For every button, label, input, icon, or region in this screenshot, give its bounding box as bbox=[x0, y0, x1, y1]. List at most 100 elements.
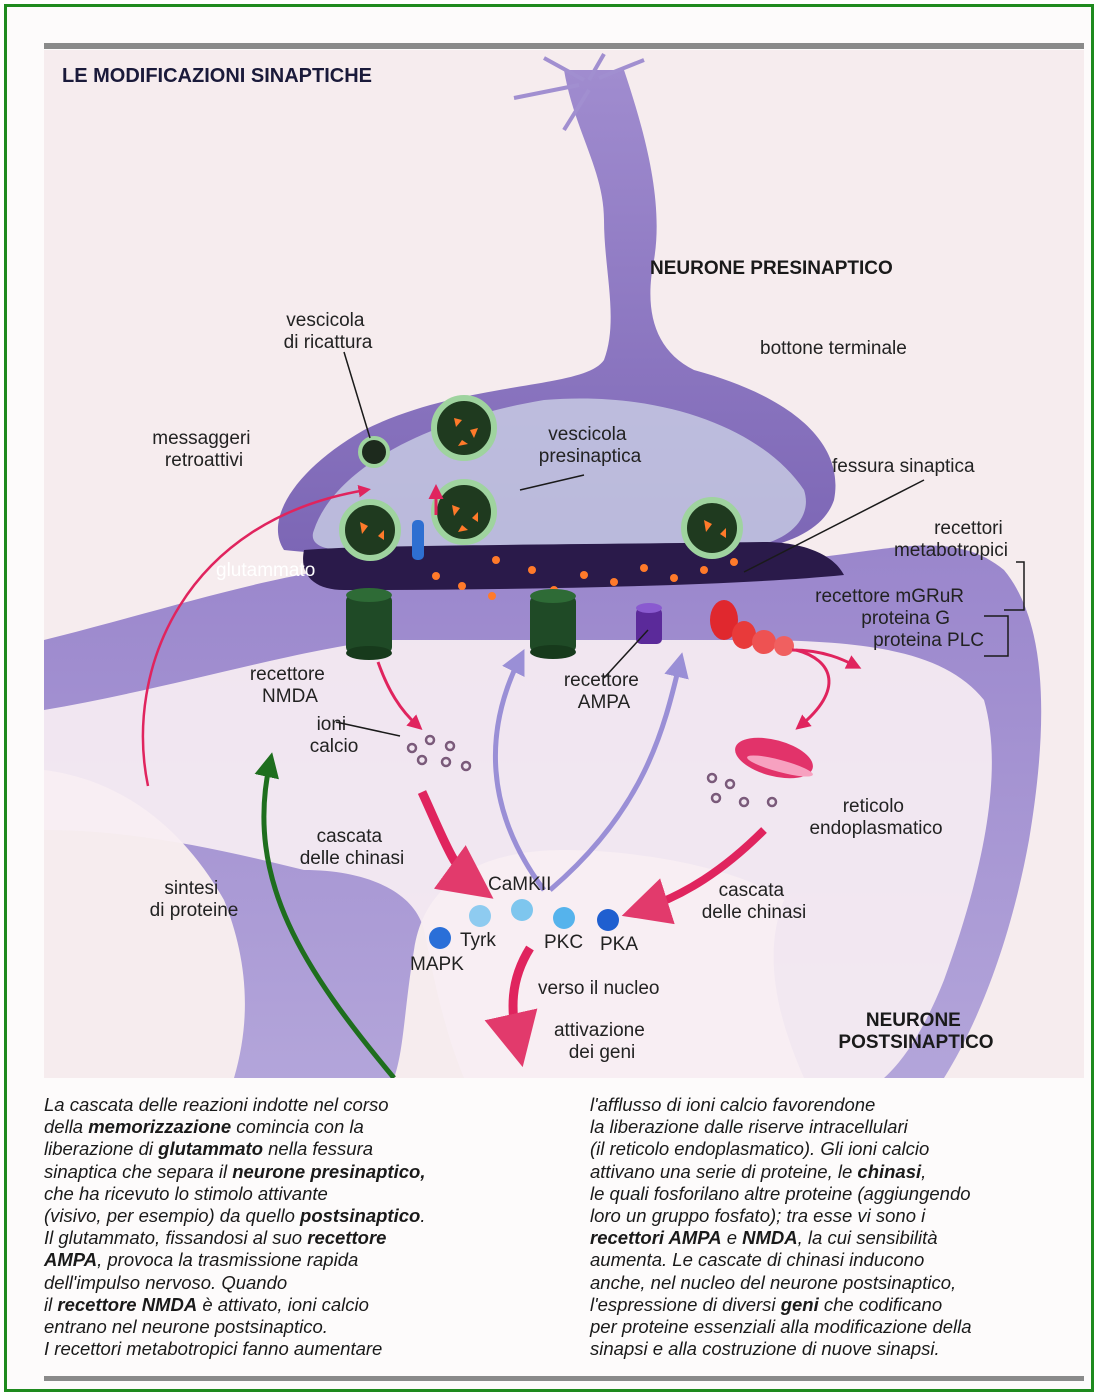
glutamate-label: glutammato bbox=[216, 560, 315, 581]
caption-bold-term: recettori AMPA bbox=[590, 1227, 722, 1248]
caption-bold-term: glutammato bbox=[158, 1138, 263, 1159]
caption-line: aumenta. Le cascate di chinasi inducono bbox=[590, 1249, 1090, 1271]
caption-text: aumenta. Le cascate di chinasi inducono bbox=[590, 1249, 924, 1270]
caption-line: I recettori metabotropici fanno aumentar… bbox=[44, 1338, 534, 1360]
caption-right: l'afflusso di ioni calcio favorendonela … bbox=[590, 1094, 1090, 1360]
caption-text: che ha ricevuto lo stimolo attivante bbox=[44, 1183, 328, 1204]
caption-text: . bbox=[420, 1205, 425, 1226]
caption-text: nella fessura bbox=[263, 1138, 373, 1159]
caption-bold-term: neurone presinaptico, bbox=[232, 1161, 425, 1182]
caption-line: le quali fosforilano altre proteine (agg… bbox=[590, 1183, 1090, 1205]
caption-line: (visivo, per esempio) da quello postsina… bbox=[44, 1205, 534, 1227]
mglur-label: recettore mGRuR bbox=[815, 586, 964, 607]
pkc-label: PKC bbox=[544, 932, 583, 953]
caption-line: liberazione di glutammato nella fessura bbox=[44, 1138, 534, 1160]
caption-text: attivano una serie di proteine, le bbox=[590, 1161, 857, 1182]
caption-text: sinaptica che separa il bbox=[44, 1161, 232, 1182]
caption-line: anche, nel nucleo del neurone postsinapt… bbox=[590, 1272, 1090, 1294]
camkii-dot bbox=[511, 899, 533, 921]
caption-line: per proteine essenziali alla modificazio… bbox=[590, 1316, 1090, 1338]
caption-line: entrano nel neurone postsinaptico. bbox=[44, 1316, 534, 1338]
bottom-rule bbox=[44, 1376, 1084, 1381]
caption-text: l'afflusso di ioni calcio favorendone bbox=[590, 1094, 875, 1115]
mapk-dot bbox=[429, 927, 451, 949]
presynaptic-neuron-label: NEURONE PRESINAPTICO bbox=[650, 258, 893, 279]
camkii-label: CaMKII bbox=[488, 874, 551, 895]
to-nucleus-label: verso il nucleo bbox=[538, 978, 659, 999]
caption-text: anche, nel nucleo del neurone postsinapt… bbox=[590, 1272, 956, 1293]
caption-line: recettori AMPA e NMDA, la cui sensibilit… bbox=[590, 1227, 1090, 1249]
postsynaptic-inner-shape bbox=[44, 640, 992, 1078]
caption-line: Il glutammato, fissandosi al suo recetto… bbox=[44, 1227, 534, 1249]
synaptic-cleft-label: fessura sinaptica bbox=[832, 456, 975, 477]
reuptake-vesicle-label: vescicola di ricattura bbox=[284, 310, 373, 353]
terminal-button-label: bottone terminale bbox=[760, 338, 907, 359]
synapse-diagram: LE MODIFICAZIONI SINAPTICHE NEURONE PRES… bbox=[44, 50, 1084, 1078]
presynaptic-vesicle bbox=[684, 500, 740, 556]
caption-text: sinapsi e alla costruzione di nuove sina… bbox=[590, 1338, 940, 1359]
caption-left: La cascata delle reazioni indotte nel co… bbox=[44, 1094, 534, 1360]
caption-bold-term: AMPA bbox=[44, 1249, 97, 1270]
caption-text: è attivato, ioni calcio bbox=[197, 1294, 369, 1315]
caption-bold-term: recettore NMDA bbox=[57, 1294, 197, 1315]
caption-bold-term: recettore bbox=[307, 1227, 386, 1248]
top-rule bbox=[44, 43, 1084, 49]
ampa-left-receptor-shape bbox=[530, 589, 576, 659]
caption-line: sinaptica che separa il neurone presinap… bbox=[44, 1161, 534, 1183]
calcium-ions-label: ioni calcio bbox=[310, 714, 359, 757]
caption-line: La cascata delle reazioni indotte nel co… bbox=[44, 1094, 534, 1116]
caption-text: liberazione di bbox=[44, 1138, 158, 1159]
caption-text: (il reticolo endoplasmatico). Gli ioni c… bbox=[590, 1138, 929, 1159]
caption-line: l'afflusso di ioni calcio favorendone bbox=[590, 1094, 1090, 1116]
caption-text: comincia con la bbox=[231, 1116, 364, 1137]
pka-dot bbox=[597, 909, 619, 931]
caption-text: La cascata delle reazioni indotte nel co… bbox=[44, 1094, 389, 1115]
plc-protein-label: proteina PLC bbox=[873, 630, 984, 651]
caption-text: I recettori metabotropici fanno aumentar… bbox=[44, 1338, 382, 1359]
caption-line: dell'impulso nervoso. Quando bbox=[44, 1272, 534, 1294]
caption-line: l'espressione di diversi geni che codifi… bbox=[590, 1294, 1090, 1316]
caption-text: Il glutammato, fissandosi al suo bbox=[44, 1227, 307, 1248]
pka-label: PKA bbox=[600, 934, 638, 955]
caption-bold-term: memorizzazione bbox=[88, 1116, 231, 1137]
caption-bold-term: chinasi bbox=[857, 1161, 921, 1182]
caption-text: la liberazione dalle riserve intracellul… bbox=[590, 1116, 908, 1137]
tyrk-dot bbox=[469, 905, 491, 927]
caption-text: il bbox=[44, 1294, 57, 1315]
caption-line: loro un gruppo fosfato); tra esse vi son… bbox=[590, 1205, 1090, 1227]
presynaptic-vesicle bbox=[434, 482, 494, 542]
caption-line: la liberazione dalle riserve intracellul… bbox=[590, 1116, 1090, 1138]
mapk-label: MAPK bbox=[410, 954, 464, 975]
caption-line: della memorizzazione comincia con la bbox=[44, 1116, 534, 1138]
caption-line: il recettore NMDA è attivato, ioni calci… bbox=[44, 1294, 534, 1316]
nmda-receptor-shape bbox=[346, 588, 392, 660]
caption-line: che ha ricevuto lo stimolo attivante bbox=[44, 1183, 534, 1205]
presynaptic-vesicle bbox=[434, 398, 494, 458]
diagram-panel: LE MODIFICAZIONI SINAPTICHE NEURONE PRES… bbox=[44, 50, 1084, 1078]
caption-text: , provoca la trasmissione rapida bbox=[97, 1249, 358, 1270]
caption-text: , bbox=[921, 1161, 926, 1182]
tyrk-label: Tyrk bbox=[460, 930, 496, 951]
caption-text: dell'impulso nervoso. Quando bbox=[44, 1272, 287, 1293]
caption-bold-term: postsinaptico bbox=[300, 1205, 420, 1226]
release-channel bbox=[412, 520, 424, 560]
caption-text: l'espressione di diversi bbox=[590, 1294, 781, 1315]
reuptake-vesicle bbox=[360, 438, 388, 466]
caption-text: (visivo, per esempio) da quello bbox=[44, 1205, 300, 1226]
presynaptic-vesicle-label: vescicola presinaptica bbox=[539, 424, 642, 467]
caption-text: per proteine essenziali alla modificazio… bbox=[590, 1316, 972, 1337]
caption-text: entrano nel neurone postsinaptico. bbox=[44, 1316, 328, 1337]
presynaptic-vesicle bbox=[342, 502, 398, 558]
caption-line: AMPA, provoca la trasmissione rapida bbox=[44, 1249, 534, 1271]
caption-line: sinapsi e alla costruzione di nuove sina… bbox=[590, 1338, 1090, 1360]
diagram-title: LE MODIFICAZIONI SINAPTICHE bbox=[62, 65, 372, 87]
caption-bold-term: geni bbox=[781, 1294, 819, 1315]
caption-text: che codificano bbox=[819, 1294, 942, 1315]
caption-text: della bbox=[44, 1116, 88, 1137]
caption-line: attivano una serie di proteine, le china… bbox=[590, 1161, 1090, 1183]
retro-messengers-label: messaggeri retroattivi bbox=[152, 428, 256, 471]
caption-text: , la cui sensibilità bbox=[798, 1227, 938, 1248]
caption-text: le quali fosforilano altre proteine (agg… bbox=[590, 1183, 971, 1204]
caption-text: e bbox=[722, 1227, 743, 1248]
pkc-dot bbox=[553, 907, 575, 929]
